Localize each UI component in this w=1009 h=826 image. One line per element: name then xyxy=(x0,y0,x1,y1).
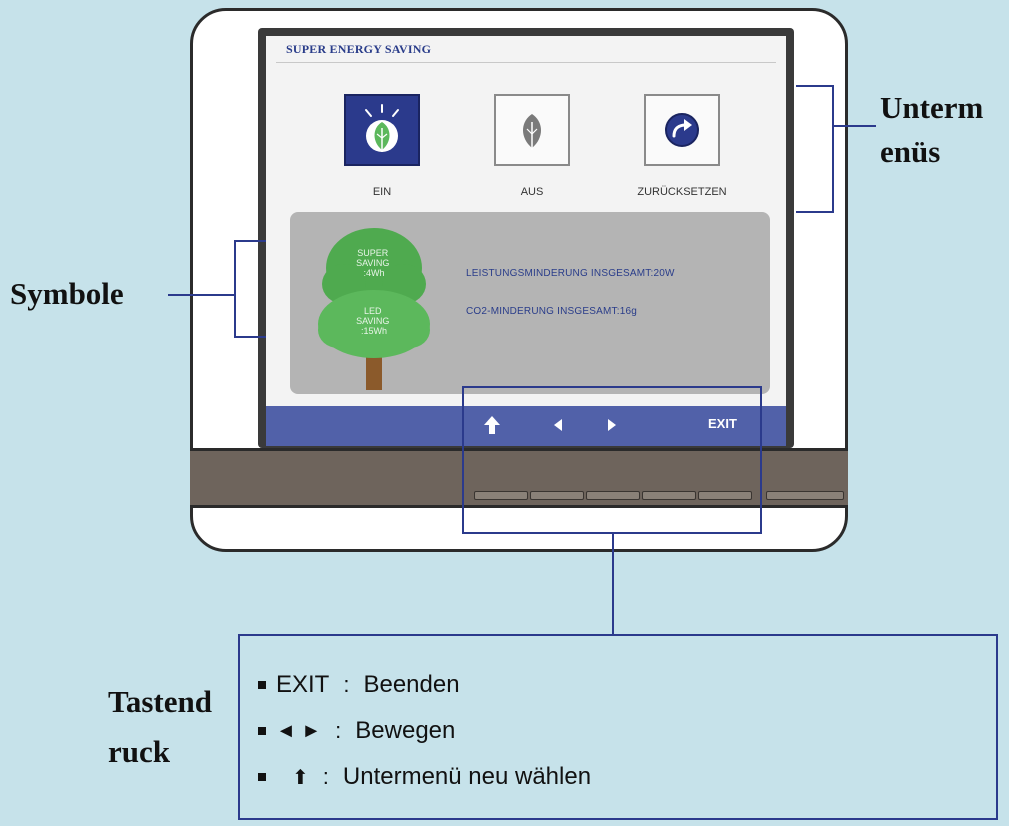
tree-bottom-text: LED SAVING :15Wh xyxy=(356,306,392,336)
untermenus-label-line2: enüs xyxy=(880,134,941,169)
monitor-button-strip xyxy=(190,448,848,508)
hardware-button[interactable] xyxy=(642,491,696,500)
up-arrow-icon[interactable] xyxy=(482,414,502,436)
legend-desc-exit: Beenden xyxy=(363,671,460,698)
tree-symbol: SUPER SAVING :4Wh LED SAVING :15Wh xyxy=(318,228,430,390)
option-aus-label: AUS xyxy=(520,186,544,198)
info-panel: SUPER SAVING :4Wh LED SAVING :15Wh LEIST… xyxy=(290,212,770,394)
symbole-bracket-bottom xyxy=(234,336,266,338)
hardware-button[interactable] xyxy=(766,491,844,500)
legend-row-exit: EXIT : Beenden xyxy=(258,670,460,700)
tastendruck-label-line2: ruck xyxy=(108,734,170,769)
untermenus-bracket-bottom xyxy=(796,211,834,213)
untermenus-label-line1: Unterm xyxy=(880,90,984,125)
key-legend: EXIT : Beenden ◄ ► : Bewegen ⬆ : Unterme… xyxy=(238,634,998,820)
osd-nav-bar: EXIT xyxy=(266,406,786,446)
legend-colon: : xyxy=(343,672,350,697)
bullet xyxy=(258,727,266,735)
untermenus-bracket-top xyxy=(796,85,832,87)
symbole-bracket-top xyxy=(234,240,266,242)
tastendruck-label-line1: Tastend xyxy=(108,684,212,719)
option-ein-label: EIN xyxy=(372,186,392,198)
bullet xyxy=(258,681,266,689)
option-reset-button[interactable] xyxy=(644,94,720,166)
keys-leader xyxy=(612,534,614,634)
symbole-bracket-side xyxy=(234,240,236,338)
keys-highlight-box xyxy=(462,386,762,534)
option-reset-label: ZURÜCKSETZEN xyxy=(637,186,727,198)
legend-key-exit: EXIT xyxy=(276,671,330,698)
title-divider xyxy=(276,62,776,63)
leaf-inactive-icon xyxy=(523,114,541,150)
symbole-leader xyxy=(168,294,234,296)
total-power-reduction: LEISTUNGSMINDERUNG INSGESAMT:20W xyxy=(466,268,675,279)
option-ein-button[interactable] xyxy=(344,94,420,166)
hardware-button[interactable] xyxy=(530,491,584,500)
reset-arrow-icon xyxy=(665,113,699,147)
leaf-active-icon xyxy=(365,104,399,152)
legend-key-up: ⬆ xyxy=(292,766,309,789)
hardware-button[interactable] xyxy=(586,491,640,500)
legend-colon: : xyxy=(335,718,342,743)
legend-colon: : xyxy=(322,764,329,789)
legend-key-move: ◄ ► xyxy=(276,719,322,742)
untermenus-bracket-side xyxy=(832,85,834,213)
screen-title: SUPER ENERGY SAVING xyxy=(286,42,432,56)
legend-desc-up: Untermenü neu wählen xyxy=(342,763,592,790)
bullet xyxy=(258,773,266,781)
tree-top-text: SUPER SAVING :4Wh xyxy=(356,248,392,278)
hardware-button[interactable] xyxy=(698,491,752,500)
osd-screen: SUPER ENERGY SAVING EIN AUS xyxy=(266,36,786,446)
untermenus-leader xyxy=(834,125,876,127)
legend-row-up: ⬆ : Untermenü neu wählen xyxy=(258,762,591,792)
symbole-label: Symbole xyxy=(10,276,124,311)
legend-desc-move: Bewegen xyxy=(355,717,456,744)
left-arrow-icon[interactable] xyxy=(552,418,564,432)
option-aus-button[interactable] xyxy=(494,94,570,166)
right-arrow-icon[interactable] xyxy=(606,418,618,432)
legend-row-move: ◄ ► : Bewegen xyxy=(258,716,455,746)
hardware-button[interactable] xyxy=(474,491,528,500)
co2-reduction: CO2-MINDERUNG INSGESAMT:16g xyxy=(466,306,637,317)
exit-button[interactable]: EXIT xyxy=(708,416,737,431)
